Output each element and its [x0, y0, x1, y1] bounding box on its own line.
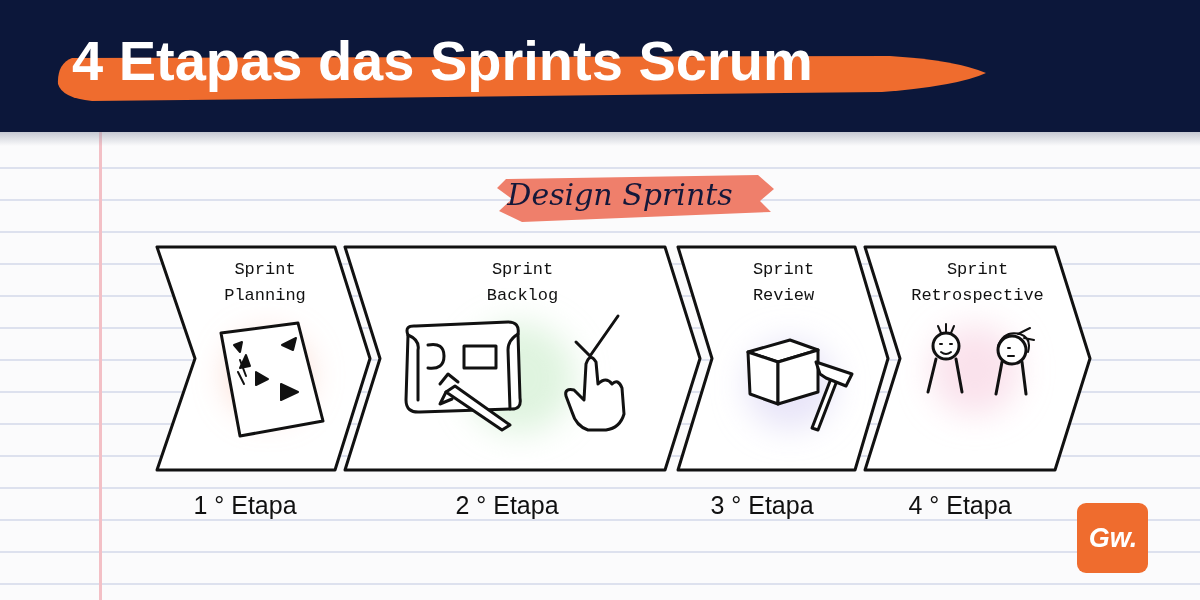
page-title: 4 Etapas das Sprints Scrum [72, 30, 1172, 92]
stage-name: Sprint Planning [224, 257, 306, 309]
chevron-outline [157, 247, 370, 470]
text-band: Sprint Retrospective [900, 257, 1055, 309]
chevron-outline [345, 247, 700, 470]
header-shadow [0, 132, 1200, 146]
stage-chevron: Sprint Retrospective [865, 247, 1090, 470]
text-band: Sprint Backlog [380, 257, 665, 309]
logo-text: Gw. [1089, 523, 1138, 554]
chevron-outline [678, 247, 888, 470]
margin-line [99, 132, 102, 600]
subtitle-brush [497, 175, 774, 222]
retrospective-people-icon [928, 324, 1034, 394]
review-cube-icon [748, 340, 818, 404]
planning-card-icon [221, 323, 323, 436]
stage-name: Sprint Retrospective [911, 257, 1044, 309]
stage-chevron: Sprint Review [678, 247, 888, 470]
stage-chevron: Sprint Backlog [345, 247, 700, 470]
logo-badge [1077, 503, 1148, 573]
review-hammer-icon [812, 362, 852, 430]
glows [226, 323, 1020, 433]
step-number: 3 ° Etapa [710, 491, 813, 520]
stage-name: Sprint Backlog [487, 257, 558, 309]
step-number: 1 ° Etapa [193, 491, 296, 520]
backlog-hand-check-icon [566, 316, 624, 430]
backlog-blueprint-icon [406, 322, 520, 430]
stage-name: Sprint Review [753, 257, 814, 309]
section-heading: Design Sprints [507, 177, 732, 212]
text-band: Sprint Planning [195, 257, 335, 309]
paper-lines [0, 168, 1200, 584]
chevron-outline [865, 247, 1090, 470]
step-number: 2 ° Etapa [455, 491, 558, 520]
text-band: Sprint Review [712, 257, 855, 309]
step-number: 4 ° Etapa [908, 491, 1011, 520]
stage-chevron: Sprint Planning [157, 247, 370, 470]
header-bar [0, 0, 1200, 132]
